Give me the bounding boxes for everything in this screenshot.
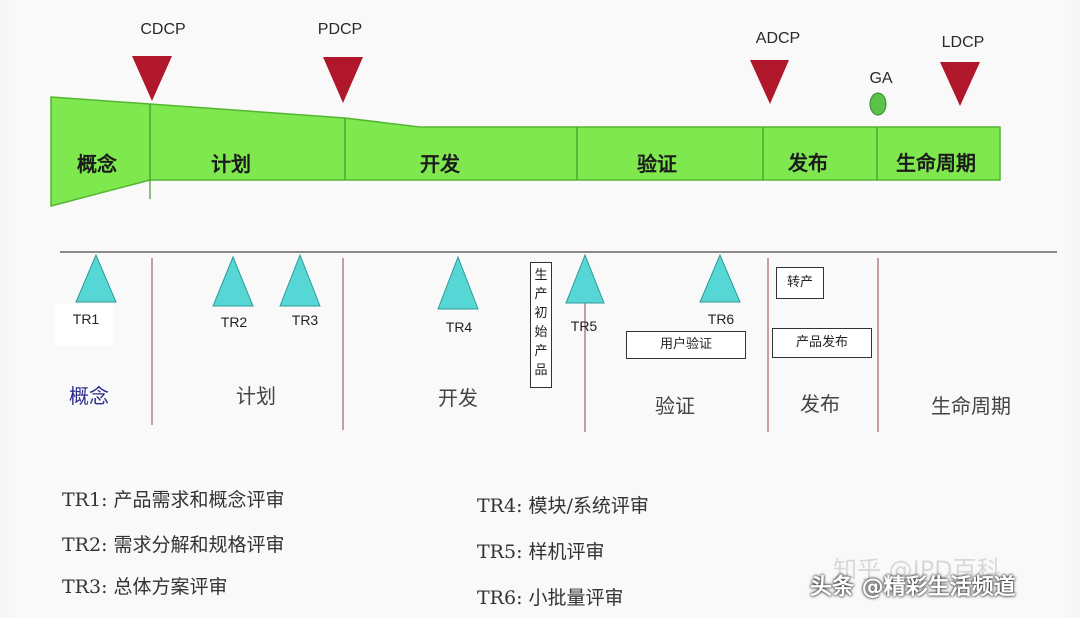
initial-product-char: 产: [534, 287, 548, 302]
tr4-label: TR4: [445, 319, 473, 335]
tr3-label: TR3: [291, 312, 319, 328]
tr1-marker: [75, 253, 117, 303]
phase-band: [50, 96, 1001, 207]
gate-adcp-marker: [750, 60, 789, 104]
band-phase-plan: 计划: [211, 152, 251, 176]
lower-phase-release: 发布: [800, 392, 840, 416]
lower-phase-verify: 验证: [655, 394, 695, 418]
legend-tr1: TR1: 产品需求和概念评审: [62, 489, 285, 511]
tr6-marker: [699, 253, 741, 303]
tr3-marker: [279, 253, 321, 307]
gate-cdcp-label: CDCP: [140, 21, 186, 38]
tr5-label: TR5: [570, 318, 598, 334]
gate-ldcp-marker: [940, 62, 980, 106]
lower-phase-develop: 开发: [438, 386, 478, 410]
tr2-marker: [212, 255, 254, 307]
release-box: 产品发布: [772, 328, 872, 358]
gate-adcp-label: ADCP: [755, 30, 801, 47]
user-verify-box: 用户验证: [626, 331, 746, 359]
initial-product-char: 品: [534, 363, 548, 378]
initial-product-char: 始: [534, 325, 548, 340]
initial-product-char: 生: [534, 268, 548, 283]
gate-ldcp-label: LDCP: [941, 34, 985, 51]
gate-pdcp-label: PDCP: [317, 21, 363, 38]
band-phase-lifecycle: 生命周期: [896, 151, 976, 175]
legend-tr2: TR2: 需求分解和规格评审: [62, 534, 285, 556]
gate-ga-label: GA: [869, 70, 893, 87]
lower-phase-plan: 计划: [236, 384, 276, 408]
gate-ga-marker: [869, 92, 887, 116]
gate-cdcp-marker: [132, 56, 172, 101]
lower-phase-lifecycle: 生命周期: [931, 394, 1011, 418]
lower-phase-concept: 概念: [69, 384, 109, 408]
initial-product-char: 初: [534, 306, 548, 321]
initial-product-box: 生 产 初 始 产 品: [530, 262, 552, 388]
watermark-faint: 知乎 @IPD百科: [833, 556, 1001, 584]
legend-tr5: TR5: 样机评审: [477, 541, 605, 563]
band-phase-develop: 开发: [420, 152, 460, 176]
transfer-box: 转产: [776, 267, 824, 299]
legend-tr3: TR3: 总体方案评审: [62, 576, 228, 598]
tr1-label: TR1: [72, 311, 100, 327]
tr1-label-box: [55, 304, 113, 346]
band-phase-concept: 概念: [77, 152, 117, 176]
band-phase-release: 发布: [788, 151, 828, 175]
gate-pdcp-marker: [323, 57, 363, 103]
watermark-main: 头条 @精彩生活频道: [810, 575, 1016, 600]
band-phase-verify: 验证: [637, 152, 677, 176]
tr2-label: TR2: [220, 314, 248, 330]
legend-tr4: TR4: 模块/系统评审: [477, 495, 649, 517]
tr4-marker: [437, 255, 479, 310]
tr5-marker: [565, 253, 605, 304]
legend-tr6: TR6: 小批量评审: [477, 587, 624, 609]
initial-product-char: 产: [534, 344, 548, 359]
tr6-label: TR6: [707, 311, 735, 327]
